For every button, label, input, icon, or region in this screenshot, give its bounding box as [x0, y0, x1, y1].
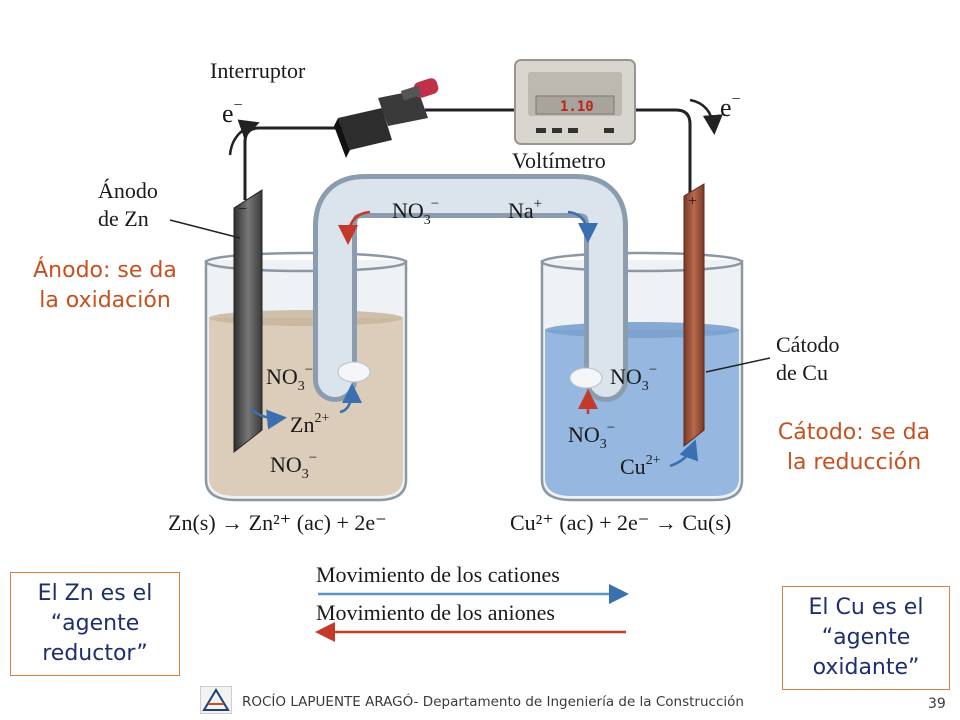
- anode-equation: Zn(s) → Zn²⁺ (ac) + 2e⁻: [168, 510, 387, 535]
- cathode-label-line1: Cátodo: [776, 332, 840, 357]
- right-no3-top: NO3−: [610, 362, 657, 394]
- left-no3-top: NO3−: [266, 362, 313, 394]
- anode-sign: −: [238, 201, 247, 218]
- bridge-no3-label: NO3−: [392, 196, 439, 228]
- voltmeter: 1.10: [514, 59, 636, 145]
- anode-label-line2: de Zn: [98, 206, 149, 231]
- bridge-cation-arrow: [567, 210, 598, 243]
- cu-ion-arrow: [669, 439, 699, 468]
- electron-label-left: e−: [222, 97, 243, 128]
- university-logo: [200, 686, 232, 714]
- voltmeter-label: Voltímetro: [512, 148, 606, 173]
- right-no3-bottom: NO3−: [568, 420, 615, 452]
- left-no3-bottom: NO3−: [270, 450, 317, 482]
- anode-callout: Ánodo: se da la oxidación: [33, 258, 177, 313]
- cathode-callout: Cátodo: se da la reducción: [777, 420, 931, 475]
- voltmeter-display: 1.10: [560, 99, 594, 115]
- right-cu2: Cu2+: [620, 453, 661, 479]
- cathode-sign: +: [688, 193, 697, 210]
- salt-bridge: [313, 174, 628, 402]
- switch: [334, 78, 439, 158]
- page-number: 39: [928, 696, 946, 712]
- cathode-equation: Cu²⁺ (ac) + 2e⁻ → Cu(s): [510, 510, 731, 535]
- bridge-na-label: Na+: [508, 196, 542, 223]
- cathode-label-line2: de Cu: [776, 360, 828, 385]
- electron-arrow-right: [689, 98, 723, 135]
- footer-credit: ROCÍO LAPUENTE ARAGÓ- Departamento de In…: [242, 694, 744, 710]
- electron-label-right: e−: [720, 91, 741, 122]
- zn-ion-arrow: [249, 407, 287, 430]
- legend-cations-text: Movimiento de los cationes: [316, 562, 560, 587]
- copper-electrode: [683, 183, 705, 448]
- electron-arrow-left: [228, 119, 260, 156]
- left-anion-arrow: [339, 383, 362, 414]
- bridge-anion-arrow: [338, 210, 371, 245]
- switch-label: Interruptor: [210, 58, 306, 83]
- zinc-electrode: [233, 189, 263, 454]
- legend-anions-text: Movimiento de los aniones: [316, 600, 555, 625]
- anode-label-line1: Ánodo: [98, 178, 158, 203]
- cu-oxidante-box: El Cu es el “agente oxidante”: [782, 586, 950, 690]
- external-wire-right: [630, 108, 692, 195]
- zn-reductor-box: El Zn es el “agente reductor”: [10, 572, 180, 676]
- left-zn2: Zn2+: [290, 411, 329, 437]
